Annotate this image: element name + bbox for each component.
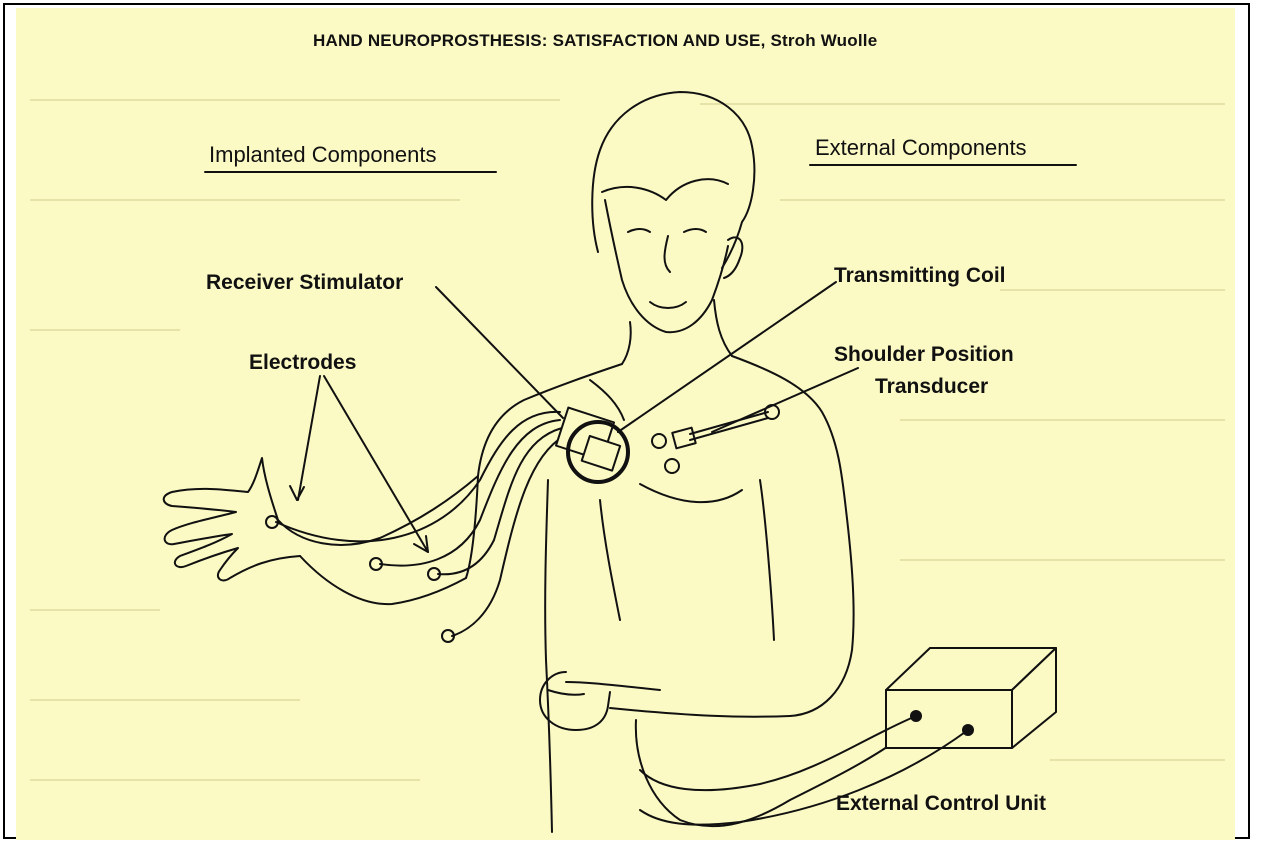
mouth [650, 302, 686, 308]
left-shoulder [466, 364, 622, 578]
electrode-leads [266, 412, 564, 642]
left-hand [164, 458, 300, 580]
transducer-pad [652, 434, 666, 448]
electrodes-leader-hand [298, 376, 320, 500]
external-components-heading: External Components [815, 135, 1027, 160]
transducer-label: Transducer [875, 375, 988, 398]
transducer-rod [690, 412, 768, 434]
cable-to-coil [640, 716, 916, 790]
torso-left [545, 480, 552, 832]
left-arm [164, 458, 478, 604]
nose [665, 236, 671, 272]
neck-left [622, 322, 631, 364]
upper-arm-bottom [300, 556, 466, 604]
shoulder-transducer [652, 405, 779, 473]
receiver-stimulator-face [582, 436, 620, 471]
eye-right [684, 229, 706, 232]
lead-3 [438, 428, 562, 574]
forearm-right-lower [610, 708, 790, 717]
right-shoulder-arm [732, 356, 854, 716]
implanted-components-heading: Implanted Components [209, 142, 436, 167]
head-outline [592, 92, 754, 268]
transducer-rod [690, 418, 768, 440]
forearm-right [566, 682, 660, 690]
lead-1 [276, 412, 560, 541]
transducer-pad [665, 459, 679, 473]
shoulder-position-label: Shoulder Position [834, 343, 1014, 366]
page-title: HAND NEUROPROSTHESIS: SATISFACTION AND U… [313, 31, 877, 50]
neck-right [714, 300, 732, 356]
receiver-stimulator-label: Receiver Stimulator [206, 271, 403, 294]
hairline [602, 179, 728, 200]
eye-left [628, 229, 650, 232]
control-unit-front [886, 690, 1012, 748]
transducer-body [672, 428, 695, 449]
electrodes-label: Electrodes [249, 351, 356, 374]
electrodes-arrowhead-hand [290, 486, 304, 500]
torso-right [760, 480, 774, 640]
right-hand [540, 672, 610, 730]
transmitting-coil-label: Transmitting Coil [834, 264, 1006, 287]
external-control-unit-label: External Control Unit [836, 792, 1046, 815]
receiver-assembly [556, 408, 628, 482]
electrodes-leader-arm [324, 376, 428, 552]
pectoral-right [640, 484, 742, 502]
coil-leader [618, 282, 836, 432]
right-hand-thumb [548, 690, 584, 695]
collarbone [590, 380, 624, 420]
sternum [600, 500, 620, 620]
transducer-leader [712, 368, 858, 432]
human-figure [466, 92, 900, 832]
receiver-leader [436, 287, 563, 418]
